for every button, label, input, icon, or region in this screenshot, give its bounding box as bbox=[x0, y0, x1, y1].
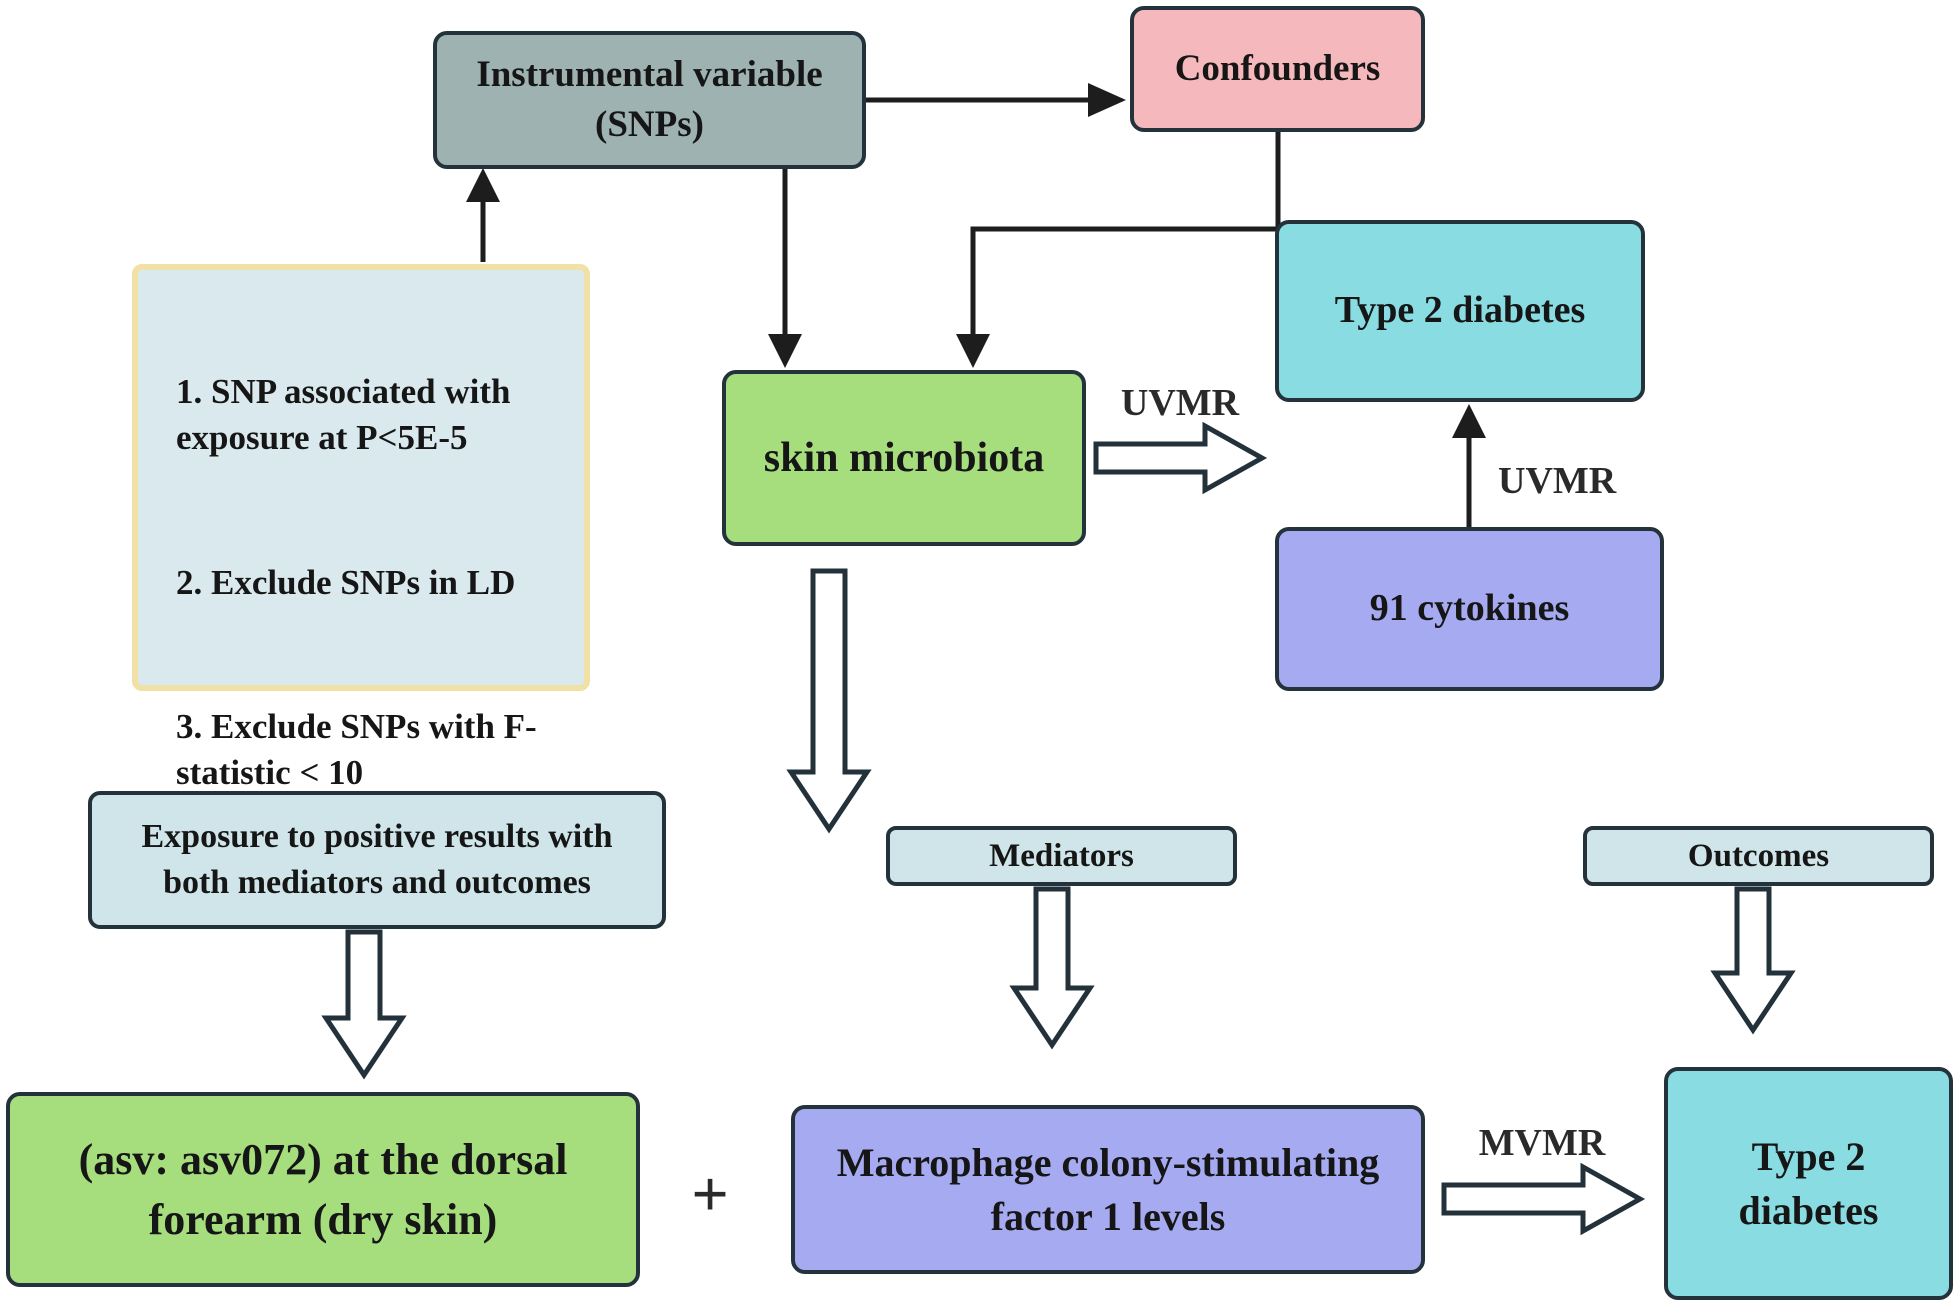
arrow-confounders-to-skin-head bbox=[956, 334, 990, 368]
node-exposure-note: Exposure to positive results with both m… bbox=[88, 791, 666, 929]
arrow-exposure-to-asv bbox=[321, 929, 407, 1080]
arrow-cytokines-to-t2d-head bbox=[1452, 404, 1486, 438]
arrow-mediators-to-macrophage bbox=[1009, 886, 1095, 1050]
edge-label-uvmr-cytokines: UVMR bbox=[1498, 460, 1617, 502]
node-type2-diabetes-bottom: Type 2 diabetes bbox=[1664, 1067, 1953, 1300]
node-mediators: Mediators bbox=[886, 826, 1237, 886]
node-asv-exposure: (asv: asv072) at the dorsal forearm (dry… bbox=[6, 1092, 640, 1287]
arrow-iv-to-skin-head bbox=[768, 334, 802, 368]
mvmr-arrow-macrophage-to-t2d bbox=[1441, 1162, 1646, 1236]
arrow-iv-to-confounders-head bbox=[1088, 83, 1126, 117]
edge-label-mvmr: MVMR bbox=[1478, 1122, 1606, 1164]
node-outcomes: Outcomes bbox=[1583, 826, 1934, 886]
arrow-confounders-to-skin-line bbox=[970, 132, 1281, 336]
arrow-outcomes-to-t2d bbox=[1710, 886, 1796, 1035]
node-snp-selection-criteria: 1. SNP associated with exposure at P<5E-… bbox=[132, 264, 590, 792]
criteria-item-3: 3. Exclude SNPs with F-statistic < 10 bbox=[176, 707, 537, 792]
node-skin-microbiota: skin microbiota bbox=[722, 370, 1086, 546]
edge-label-uvmr-microbiota: UVMR bbox=[1120, 382, 1240, 424]
plus-sign: + bbox=[691, 1158, 729, 1231]
criteria-item-2: 2. Exclude SNPs in LD bbox=[176, 562, 516, 602]
arrow-criteria-to-iv-head bbox=[466, 168, 500, 202]
node-91-cytokines: 91 cytokines bbox=[1275, 527, 1664, 691]
node-confounders: Confounders bbox=[1130, 6, 1425, 132]
node-instrumental-variable: Instrumental variable (SNPs) bbox=[433, 31, 866, 169]
criteria-item-1: 1. SNP associated with exposure at P<5E-… bbox=[176, 372, 511, 457]
arrow-skin-to-mediation bbox=[786, 568, 872, 834]
uvmr-arrow-skin-to-t2d bbox=[1093, 421, 1268, 495]
node-macrophage-csf1: Macrophage colony-stimulating factor 1 l… bbox=[791, 1105, 1425, 1274]
node-type2-diabetes-top: Type 2 diabetes bbox=[1275, 220, 1645, 402]
